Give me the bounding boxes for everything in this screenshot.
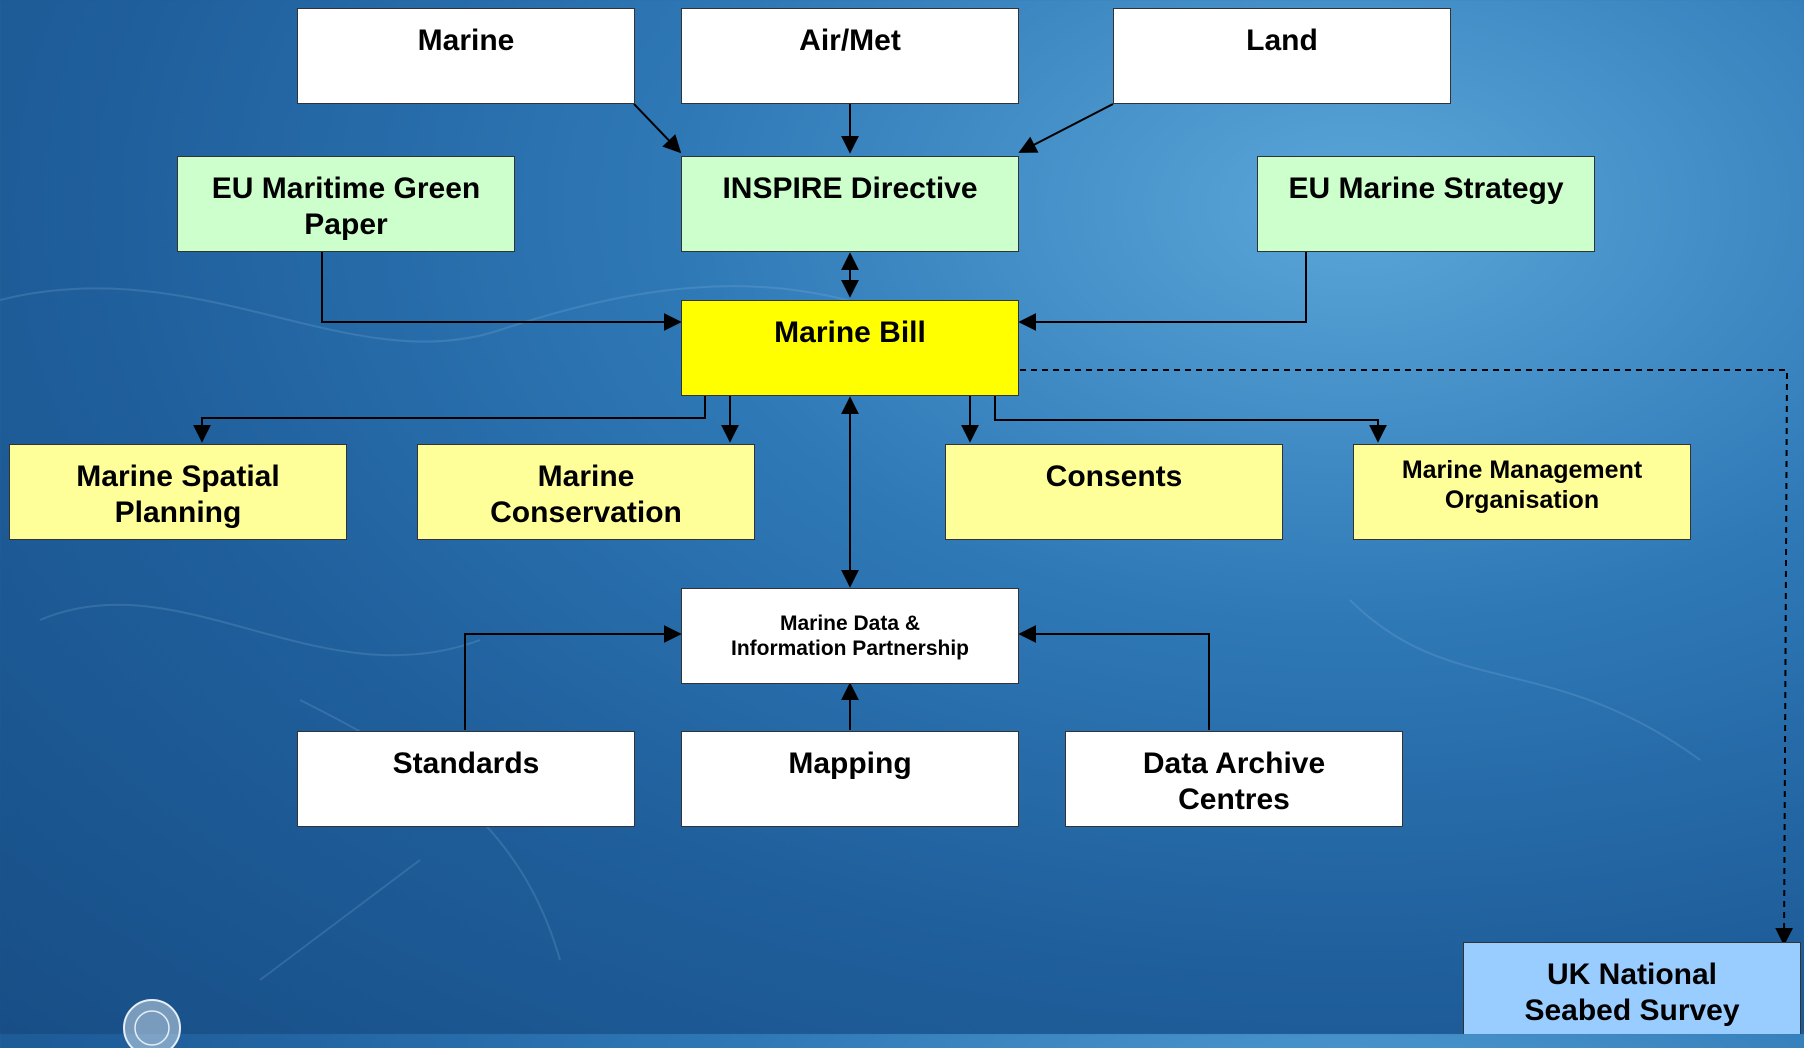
edge-strategy-bill	[1018, 252, 1307, 331]
airmet-label: Air/Met	[799, 24, 901, 57]
edge-standards-mdip	[464, 625, 682, 730]
consents-label: Consents	[1045, 460, 1183, 493]
edge-greenpaper-bill	[321, 252, 682, 331]
data-archive-centres-box: Data Archive Centres	[1065, 731, 1403, 827]
eu-marine-strategy-box: EU Marine Strategy	[1257, 156, 1595, 252]
edge-land-inspire	[1018, 103, 1114, 153]
marine-box: Marine	[297, 8, 635, 104]
edge-bill-msp	[193, 396, 706, 443]
inspire-directive-box: INSPIRE Directive	[681, 156, 1019, 252]
marine-management-organisation-box: Marine Management Organisation	[1353, 444, 1691, 540]
marine-spatial-planning-box: Marine Spatial Planning	[9, 444, 347, 540]
marine-bill-label: Marine Bill	[774, 316, 926, 349]
consents-box: Consents	[945, 444, 1283, 540]
marine-management-organisation-label: Marine Management Organisation	[1401, 456, 1643, 514]
land-box: Land	[1113, 8, 1451, 104]
marine-bill-box: Marine Bill	[681, 300, 1019, 396]
airmet-box: Air/Met	[681, 8, 1019, 104]
edge-marine-inspire	[633, 103, 682, 154]
uk-national-seabed-survey-label: UK National Seabed Survey	[1524, 958, 1740, 1027]
standards-box: Standards	[297, 731, 635, 827]
marine-spatial-planning-label: Marine Spatial Planning	[76, 460, 280, 529]
standards-label: Standards	[392, 747, 540, 780]
eu-marine-strategy-label: EU Marine Strategy	[1288, 172, 1564, 205]
marine-label: Marine	[417, 24, 515, 57]
eu-green-paper-label: EU Maritime Green Paper	[211, 172, 481, 241]
marine-conservation-label: Marine Conservation	[490, 460, 682, 529]
inspire-directive-label: INSPIRE Directive	[722, 172, 978, 205]
land-label: Land	[1246, 24, 1318, 57]
crest-logo-icon	[123, 999, 181, 1048]
edge-bill-mmo	[994, 396, 1387, 443]
edge-dac-mdip	[1018, 625, 1210, 730]
marine-conservation-box: Marine Conservation	[417, 444, 755, 540]
data-archive-centres-label: Data Archive Centres	[1142, 747, 1326, 816]
mapping-box: Mapping	[681, 731, 1019, 827]
uk-national-seabed-survey-box: UK National Seabed Survey	[1463, 942, 1801, 1034]
edge-bill-seabed	[1020, 369, 1794, 946]
mapping-label: Mapping	[788, 747, 912, 780]
marine-data-information-partnership-label: Marine Data & Information Partnership	[730, 611, 970, 660]
marine-data-information-partnership-box: Marine Data & Information Partnership	[681, 588, 1019, 684]
eu-green-paper-box: EU Maritime Green Paper	[177, 156, 515, 252]
